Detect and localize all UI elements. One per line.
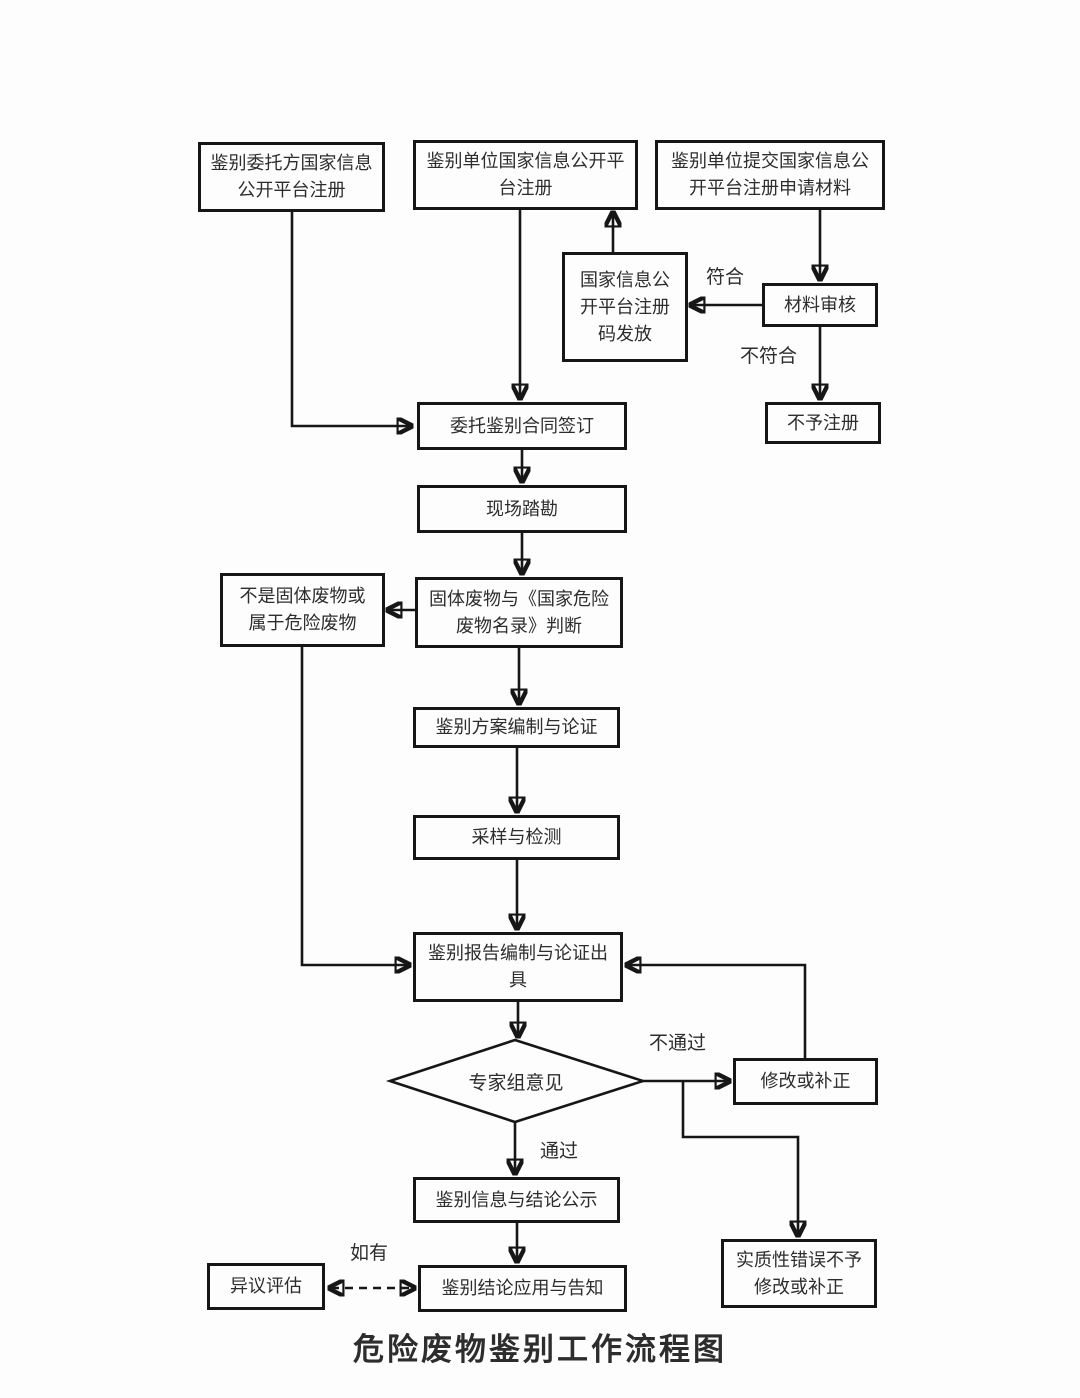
node-objection-assess: 异议评估 xyxy=(207,1263,325,1310)
edge-label-not-comply: 不符合 xyxy=(740,346,798,367)
node-site-survey: 现场踏勘 xyxy=(417,485,627,533)
edge-label-pass: 通过 xyxy=(540,1141,579,1162)
node-contract: 委托鉴别合同签订 xyxy=(417,402,627,450)
node-client-register: 鉴别委托方国家信息公开平台注册 xyxy=(198,142,385,212)
node-unit-submit: 鉴别单位提交国家信息公开平台注册申请材料 xyxy=(655,140,885,210)
edge-notsolid-to-report xyxy=(300,647,408,965)
edge-label-comply: 符合 xyxy=(706,267,745,288)
node-substantive-error: 实质性错误不予修改或补正 xyxy=(721,1239,877,1308)
edge-revise-to-report xyxy=(628,965,807,1058)
node-expert-opinion: 专家组意见 xyxy=(468,1072,564,1094)
node-application-notify: 鉴别结论应用与告知 xyxy=(418,1265,627,1312)
node-revise: 修改或补正 xyxy=(733,1058,878,1105)
node-sampling: 采样与检测 xyxy=(413,815,620,860)
node-no-register: 不予注册 xyxy=(765,402,881,444)
node-solid-waste-judge: 固体废物与《国家危险废物名录》判断 xyxy=(415,577,623,648)
node-plan: 鉴别方案编制与论证 xyxy=(413,707,620,748)
node-material-review: 材料审核 xyxy=(762,283,878,327)
chart-title: 危险废物鉴别工作流程图 xyxy=(353,1332,727,1367)
node-not-solid-waste: 不是固体废物或属于危险废物 xyxy=(220,573,385,647)
edge-label-not-pass: 不通过 xyxy=(649,1033,707,1054)
edge-client-to-contract xyxy=(290,212,410,426)
node-report: 鉴别报告编制与论证出具 xyxy=(413,932,623,1002)
node-code-issue: 国家信息公开平台注册码发放 xyxy=(562,252,688,362)
edge-branch-to-substantive xyxy=(681,1081,798,1234)
edge-label-if-any: 如有 xyxy=(350,1243,389,1264)
node-publicity: 鉴别信息与结论公示 xyxy=(413,1177,620,1223)
node-unit-register: 鉴别单位国家信息公开平台注册 xyxy=(413,140,638,210)
